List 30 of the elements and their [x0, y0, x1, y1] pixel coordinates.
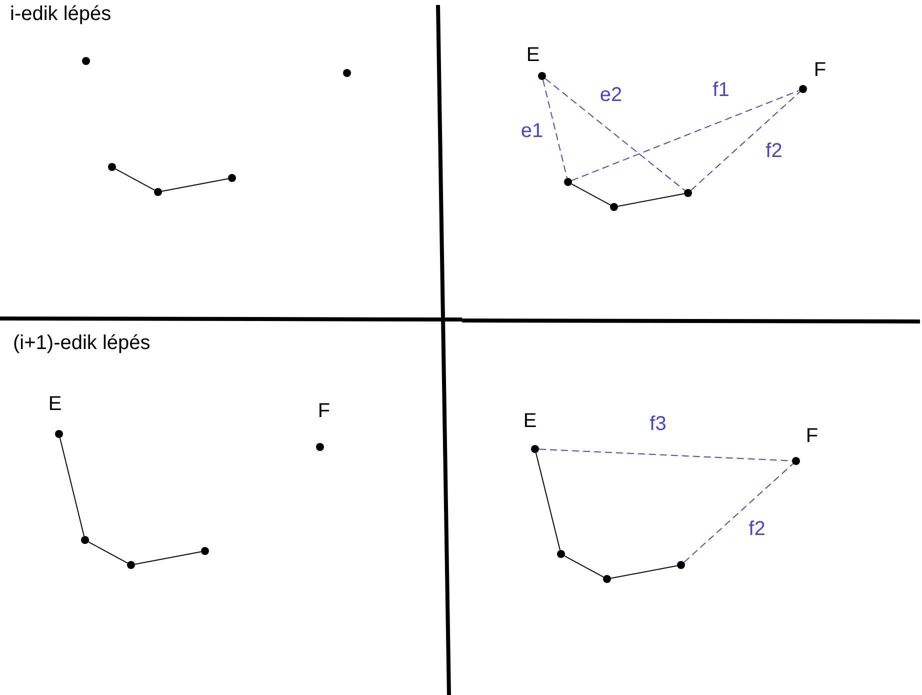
step-heading: i-edik lépés — [10, 4, 112, 24]
line-segment — [134, 551, 202, 565]
dashed-line — [542, 79, 568, 179]
dashed-line — [571, 90, 800, 182]
line-segment — [88, 541, 128, 564]
line-segment — [535, 452, 561, 551]
edge-label: f2 — [766, 141, 782, 161]
edge-label: f3 — [650, 414, 666, 434]
line-segment — [161, 178, 229, 192]
edge-label: f2 — [748, 519, 766, 539]
dashed-line — [683, 463, 794, 563]
line-segment — [115, 168, 155, 191]
line-segment — [610, 565, 678, 579]
dashed-line — [538, 448, 792, 462]
dashed-line — [544, 78, 686, 191]
point-label: E — [526, 45, 540, 65]
edge-label: f1 — [712, 80, 730, 100]
dashed-line — [690, 91, 801, 191]
edge-label: e1 — [520, 121, 544, 141]
point-label: E — [48, 394, 62, 414]
point-label: F — [318, 401, 330, 421]
line-segment — [571, 183, 611, 206]
line-segment — [564, 555, 604, 578]
line-segment — [617, 193, 685, 207]
edge-label: e2 — [600, 85, 622, 105]
point-label: F — [814, 60, 826, 80]
point-label: F — [806, 426, 818, 446]
step-heading: (i+1)-edik lépés — [13, 333, 150, 353]
point-label: E — [523, 411, 537, 431]
line-segment — [59, 437, 85, 537]
